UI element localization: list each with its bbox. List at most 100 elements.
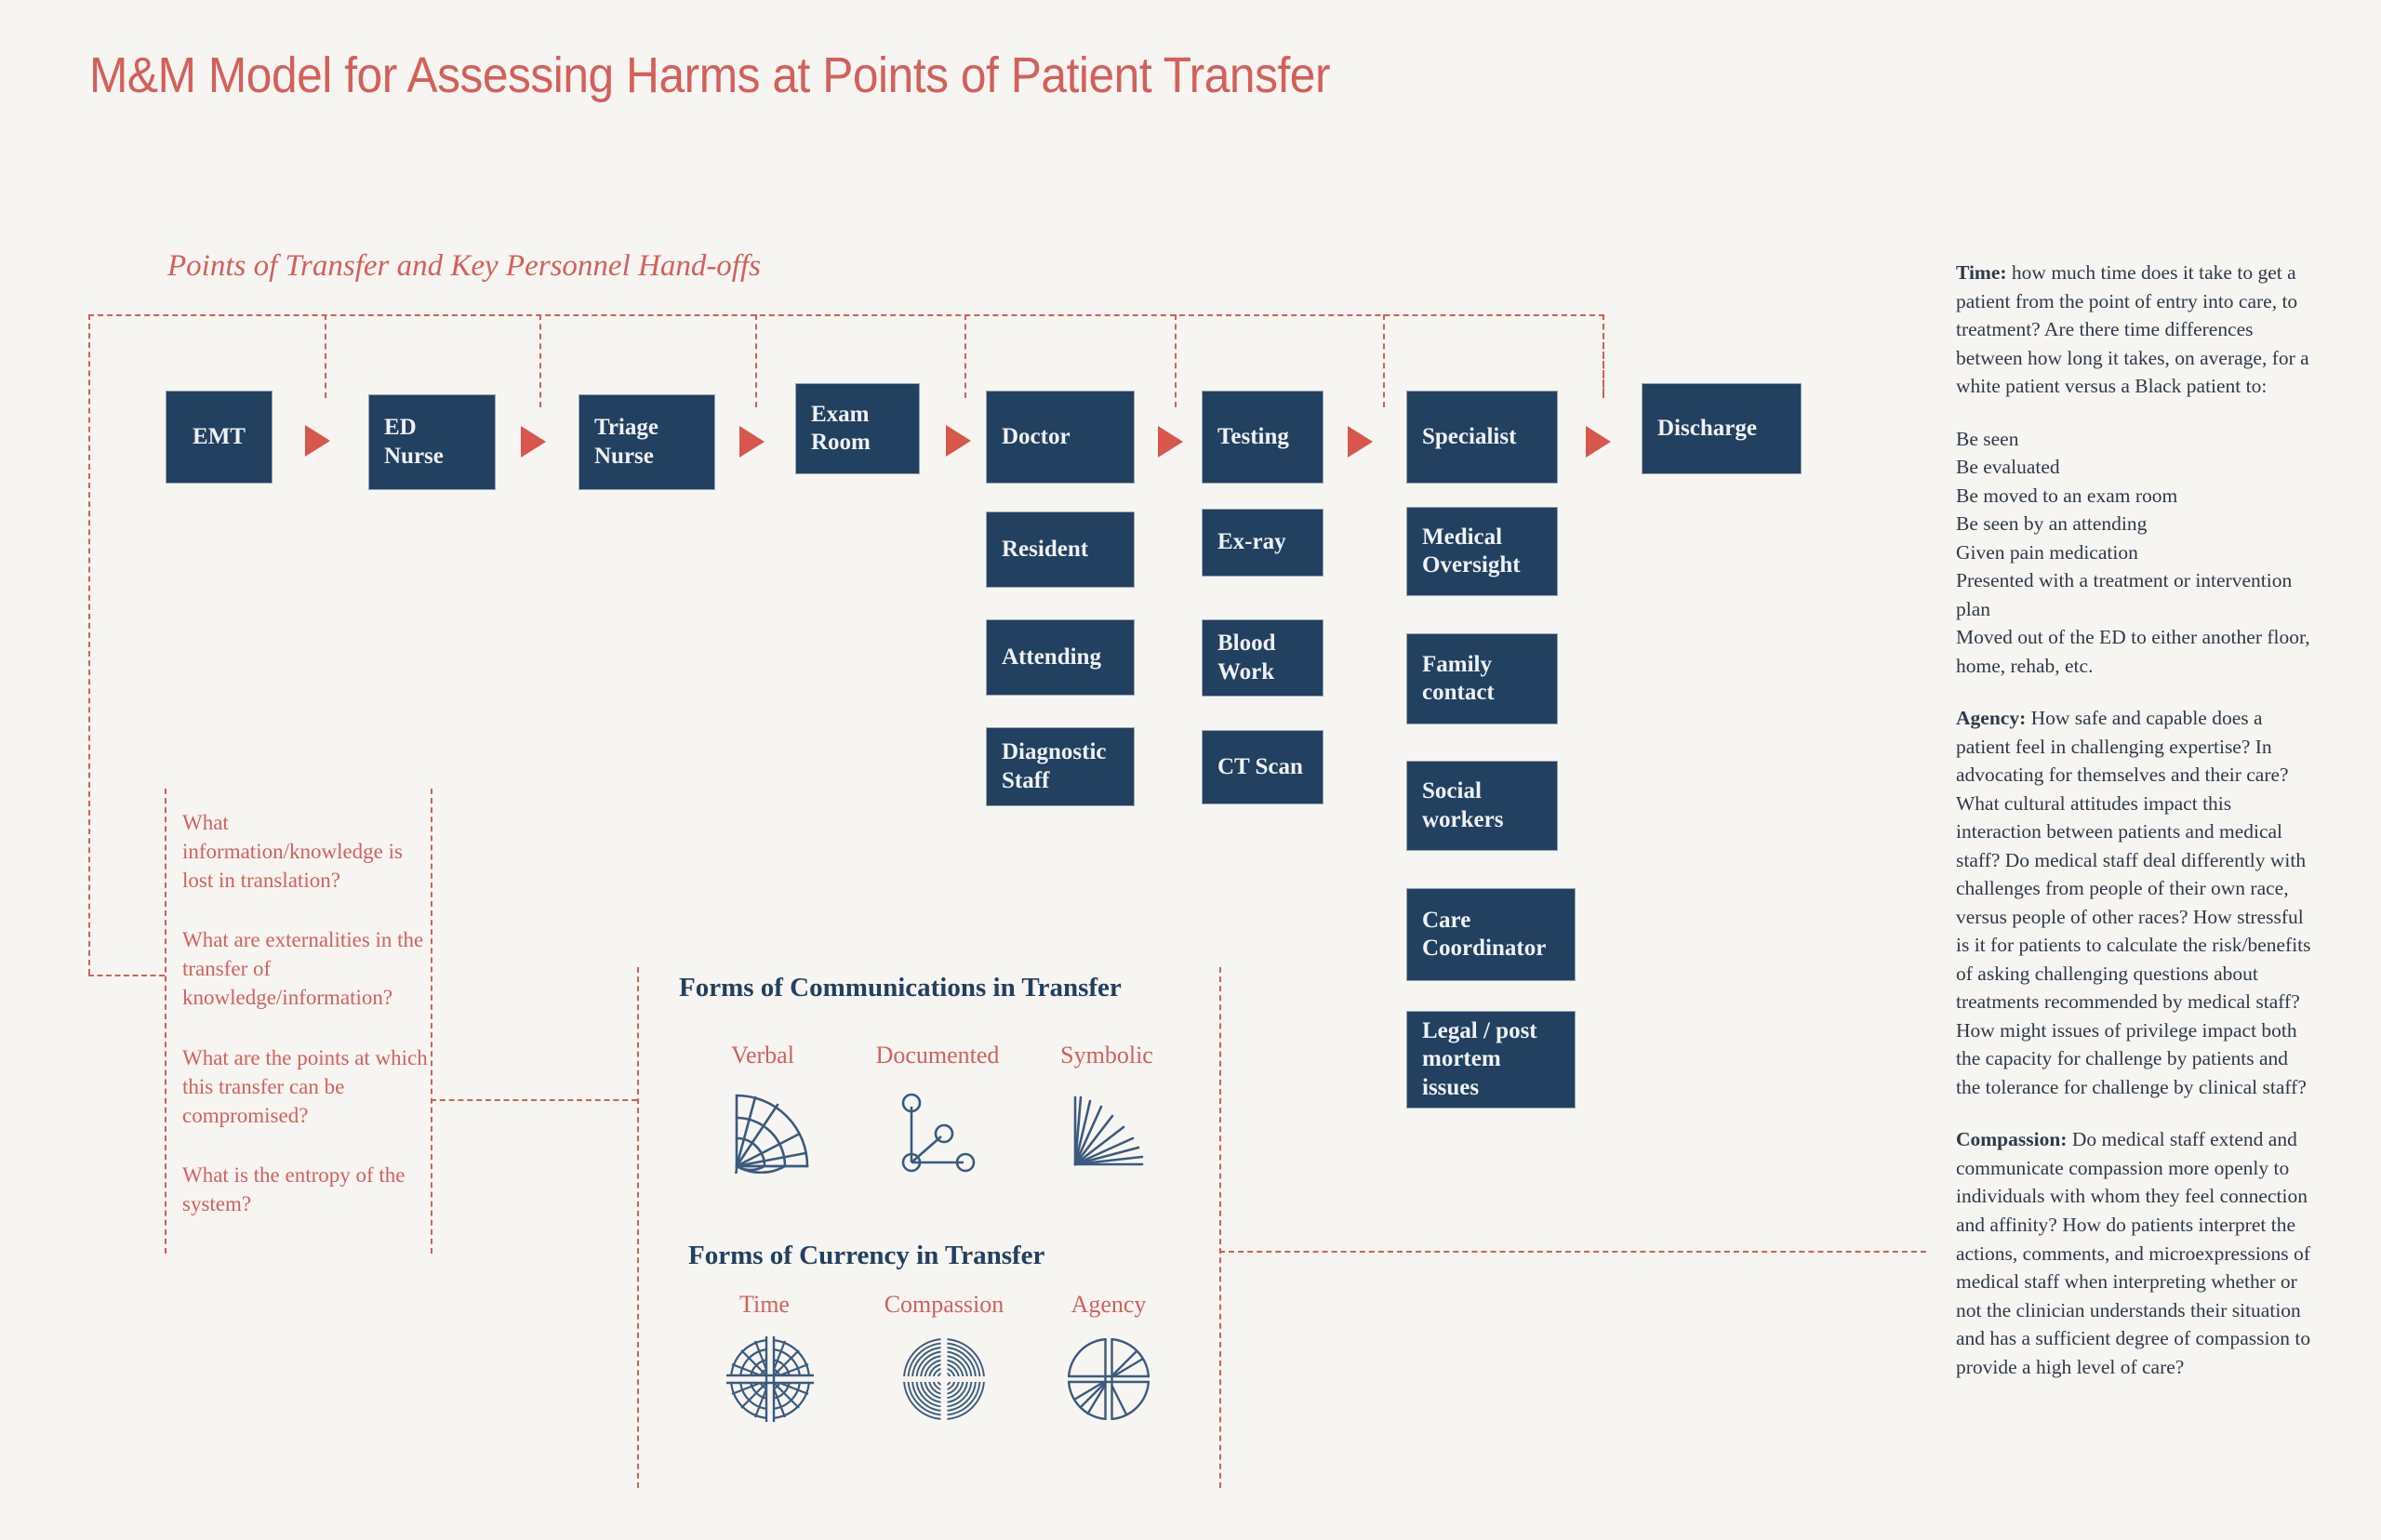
sub-node-social-workers[interactable]: Social workers bbox=[1406, 761, 1558, 851]
flow-node-doctor[interactable]: Doctor bbox=[986, 391, 1135, 484]
sidebar-body-time: how much time does it take to get a pati… bbox=[1956, 261, 2309, 398]
communications-label-documented: Documented bbox=[875, 1042, 1000, 1069]
sub-node-label: Blood Work bbox=[1217, 631, 1276, 684]
sub-node-ex-ray[interactable]: Ex-ray bbox=[1202, 509, 1324, 577]
communications-heading: Forms of Communications in Transfer bbox=[679, 973, 1122, 1002]
sub-node-resident[interactable]: Resident bbox=[986, 511, 1135, 588]
currency-label-time: Time bbox=[739, 1291, 790, 1318]
flow-node-label: EMT bbox=[193, 423, 246, 449]
flow-node-label: Doctor bbox=[1002, 423, 1071, 449]
flow-node-label: Triage Nurse bbox=[594, 415, 658, 469]
dashed-questions-to-forms bbox=[431, 1099, 637, 1101]
dashed-stub-to-questions bbox=[88, 975, 165, 976]
dashed-tick-doctor-testing bbox=[1175, 314, 1177, 407]
node-link-graph-icon bbox=[895, 1090, 980, 1178]
segmented-circle-icon bbox=[725, 1334, 816, 1428]
question-item: What are the points at which this transf… bbox=[182, 1045, 428, 1127]
dashed-tick-exam-doctor bbox=[964, 314, 966, 398]
sidebar-term-agency: Agency: bbox=[1956, 707, 2027, 730]
flow-arrow-3 bbox=[739, 426, 765, 458]
sub-node-ct-scan[interactable]: CT Scan bbox=[1202, 730, 1324, 804]
sub-node-family-contact[interactable]: Family contact bbox=[1406, 633, 1558, 724]
sidebar-time-list-item: Be moved to an exam room bbox=[1956, 484, 2178, 507]
sub-node-attending[interactable]: Attending bbox=[986, 619, 1135, 696]
flow-node-exam-room[interactable]: Exam Room bbox=[795, 383, 920, 474]
dashed-questions-left bbox=[165, 789, 166, 1254]
sidebar-paragraph-compassion: Compassion: Do medical staff extend and … bbox=[1956, 1125, 2314, 1381]
currency-label-agency: Agency bbox=[1071, 1291, 1147, 1318]
flow-arrow-1 bbox=[305, 425, 330, 457]
communications-label-verbal: Verbal bbox=[731, 1042, 794, 1069]
flow-node-label: ED Nurse bbox=[384, 415, 444, 469]
flow-node-specialist[interactable]: Specialist bbox=[1406, 391, 1558, 484]
sidebar-time-list-item: Presented with a treatment or interventi… bbox=[1956, 569, 2293, 620]
dashed-rail-top bbox=[88, 314, 1604, 316]
dashed-forms-left bbox=[637, 967, 639, 1488]
question-item: What is the entropy of the system? bbox=[182, 1163, 406, 1216]
sub-node-blood-work[interactable]: Blood Work bbox=[1202, 619, 1324, 697]
dashed-tick-emt-ednurse bbox=[325, 314, 326, 398]
dashed-forms-right bbox=[1219, 967, 1221, 1488]
sub-node-diagnostic-staff[interactable]: Diagnostic Staff bbox=[986, 727, 1135, 806]
fan-arc-icon bbox=[688, 1090, 813, 1215]
sidebar-time-list-item: Given pain medication bbox=[1956, 540, 2138, 564]
dashed-questions-right bbox=[431, 789, 432, 1254]
page-title: M&M Model for Assessing Harms at Points … bbox=[89, 47, 1331, 103]
dashed-rail-left bbox=[88, 314, 90, 975]
sidebar-term-compassion: Compassion: bbox=[1956, 1128, 2068, 1151]
sidebar-body-agency: How safe and capable does a patient feel… bbox=[1956, 707, 2311, 1098]
dashed-tick-ednurse-triage bbox=[539, 314, 541, 407]
currency-label-compassion: Compassion bbox=[884, 1291, 1004, 1318]
dashed-forms-to-sidebar bbox=[1219, 1251, 1926, 1253]
flow-node-ed-nurse[interactable]: ED Nurse bbox=[368, 394, 496, 490]
sub-node-label: Legal / post mortem issues bbox=[1422, 1017, 1537, 1100]
section-subtitle-points-of-transfer: Points of Transfer and Key Personnel Han… bbox=[167, 249, 761, 283]
question-item: What information/knowledge is lost in tr… bbox=[182, 811, 403, 892]
sidebar-term-time: Time: bbox=[1956, 261, 2007, 284]
flow-arrow-7 bbox=[1586, 426, 1611, 458]
question-item: What are externalities in the transfer o… bbox=[182, 928, 424, 1010]
sidebar-currency-definitions: Time: how much time does it take to get … bbox=[1956, 259, 2314, 1381]
currency-heading: Forms of Currency in Transfer bbox=[688, 1241, 1045, 1270]
dashed-tick-triage-exam bbox=[755, 314, 757, 407]
communications-label-symbolic: Symbolic bbox=[1060, 1042, 1153, 1069]
sidebar-time-list-item: Be seen by an attending bbox=[1956, 512, 2148, 536]
sub-node-label: Attending bbox=[1002, 644, 1101, 670]
flow-node-label: Specialist bbox=[1422, 423, 1517, 449]
flow-node-label: Testing bbox=[1217, 423, 1289, 449]
flow-node-label: Discharge bbox=[1657, 415, 1757, 441]
sub-node-care-coordinator[interactable]: Care Coordinator bbox=[1406, 888, 1576, 981]
sub-node-label: Medical Oversight bbox=[1422, 524, 1521, 578]
flow-node-discharge[interactable]: Discharge bbox=[1642, 383, 1802, 474]
concentric-rings-icon bbox=[898, 1334, 990, 1428]
flow-arrow-2 bbox=[521, 426, 546, 458]
sub-node-label: Family contact bbox=[1422, 651, 1495, 706]
questions-list: What information/knowledge is lost in tr… bbox=[182, 809, 429, 1219]
sub-node-legal-post-mortem[interactable]: Legal / post mortem issues bbox=[1406, 1011, 1576, 1109]
flow-node-label: Exam Room bbox=[811, 401, 871, 456]
flow-node-emt[interactable]: EMT bbox=[166, 391, 273, 484]
sidebar-body-compassion: Do medical staff extend and communicate … bbox=[1956, 1128, 2311, 1378]
radiating-rays-icon bbox=[1064, 1090, 1150, 1178]
flow-node-triage-nurse[interactable]: Triage Nurse bbox=[579, 394, 715, 490]
sidebar-paragraph-agency: Agency: How safe and capable does a pati… bbox=[1956, 704, 2314, 1101]
sidebar-time-list-item: Be evaluated bbox=[1956, 456, 2060, 479]
sidebar-time-list-item: Be seen bbox=[1956, 427, 2019, 450]
flow-node-testing[interactable]: Testing bbox=[1202, 391, 1324, 484]
flow-arrow-6 bbox=[1348, 426, 1373, 458]
sub-node-label: Diagnostic Staff bbox=[1002, 739, 1107, 793]
sidebar-time-list-item: Moved out of the ED to either another fl… bbox=[1956, 626, 2310, 677]
sidebar-paragraph-time: Time: how much time does it take to get … bbox=[1956, 259, 2314, 401]
flow-arrow-4 bbox=[946, 425, 971, 457]
dashed-tick-specialist-discharge bbox=[1603, 314, 1604, 398]
sub-node-label: Care Coordinator bbox=[1422, 907, 1547, 962]
dashed-tick-testing-specialist bbox=[1383, 314, 1385, 407]
sidebar-time-list: Be seen Be evaluated Be moved to an exam… bbox=[1956, 425, 2314, 681]
sub-node-label: Resident bbox=[1002, 536, 1089, 562]
flow-arrow-5 bbox=[1158, 426, 1183, 458]
pie-wedges-icon bbox=[1063, 1334, 1154, 1428]
sub-node-medical-oversight[interactable]: Medical Oversight bbox=[1406, 507, 1558, 596]
sub-node-label: CT Scan bbox=[1217, 753, 1303, 779]
sub-node-label: Social workers bbox=[1422, 778, 1504, 832]
